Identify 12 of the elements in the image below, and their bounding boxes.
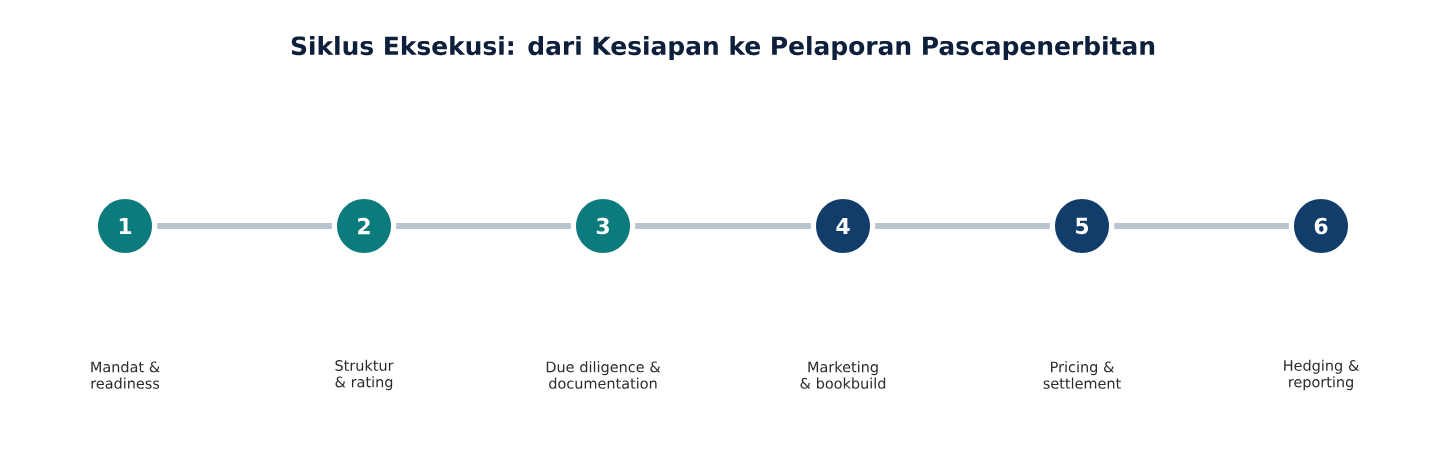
connector-line xyxy=(875,223,1050,229)
title: Siklus Eksekusi: dari Kesiapan ke Pelaporan Pascapenerbitan xyxy=(291,35,1155,61)
connector-line xyxy=(157,223,332,229)
connector-line xyxy=(635,223,811,229)
connector-line xyxy=(396,223,571,229)
step-label: Struktur & rating xyxy=(335,359,394,391)
step-label: Pricing & settlement xyxy=(1043,361,1121,389)
step-label: Mandat & readiness xyxy=(91,361,160,389)
step-label: Due diligence & documentation xyxy=(546,361,661,389)
step-label: Marketing & bookbuild xyxy=(800,361,886,389)
connector-line xyxy=(1114,223,1289,229)
step-label: Hedging & reporting xyxy=(1284,359,1359,391)
